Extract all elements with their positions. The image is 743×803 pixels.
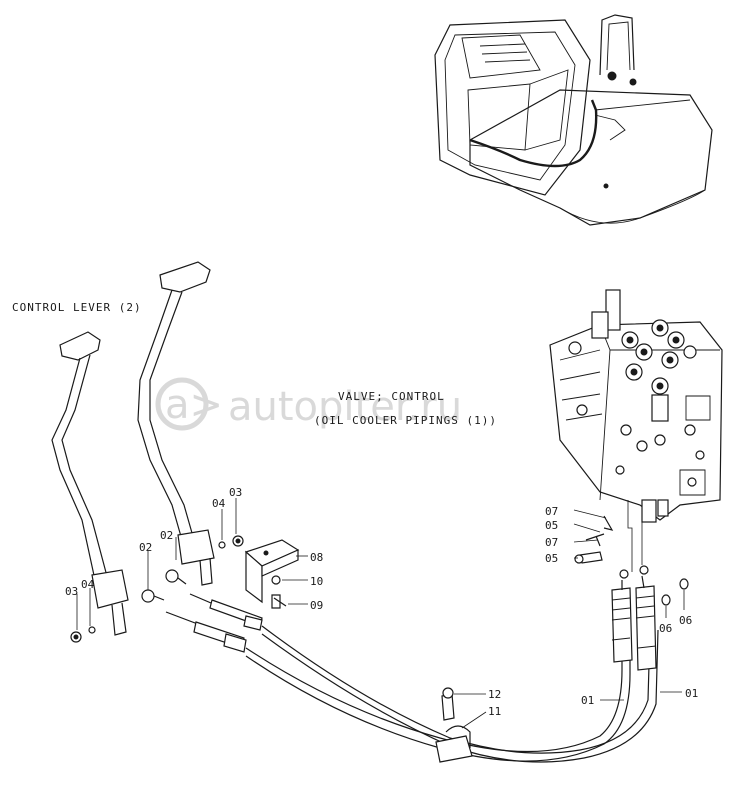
control-lever-right	[137, 261, 244, 586]
callout-03: 03	[229, 486, 242, 499]
callout-04: 04	[81, 578, 95, 591]
callout-12: 12	[488, 688, 501, 701]
callout-01: 01	[581, 694, 594, 707]
valve-control-title: VALVE; CONTROL	[338, 390, 445, 403]
callout-05: 05	[545, 519, 558, 532]
callout-04: 04	[212, 497, 226, 510]
callout-06: 06	[679, 614, 692, 627]
callout-10: 10	[310, 575, 323, 588]
excavator-illustration	[434, 14, 713, 226]
callout-02: 02	[160, 529, 173, 542]
callout-02: 02	[139, 541, 152, 554]
control-cables	[165, 565, 659, 763]
watermark-glyph: a>	[165, 382, 223, 428]
callout-09: 09	[310, 599, 323, 612]
callout-11: 11	[488, 705, 501, 718]
bracket	[244, 539, 300, 609]
oil-cooler-title: (OIL COOLER PIPINGS (1))	[314, 414, 497, 427]
control-lever-left	[51, 331, 129, 643]
control-valve	[549, 289, 723, 572]
leader-lines	[76, 498, 685, 729]
callout-06: 06	[659, 622, 672, 635]
callout-07: 07	[545, 505, 558, 518]
callout-05: 05	[545, 552, 558, 565]
callout-01: 01	[685, 687, 698, 700]
cable-clamp	[435, 687, 473, 763]
ball-joints	[141, 569, 187, 603]
valve-pins	[574, 515, 689, 606]
callout-07: 07	[545, 536, 558, 549]
watermark: a> autopiter.ru	[155, 377, 462, 431]
control-lever-title: CONTROL LEVER (2)	[12, 301, 142, 314]
callout-08: 08	[310, 551, 323, 564]
callout-03: 03	[65, 585, 78, 598]
watermark-text: autopiter.ru	[228, 384, 462, 430]
callouts: 01 01 02 02 03 03 04 04 05 05 06 06 07 0…	[65, 486, 698, 718]
